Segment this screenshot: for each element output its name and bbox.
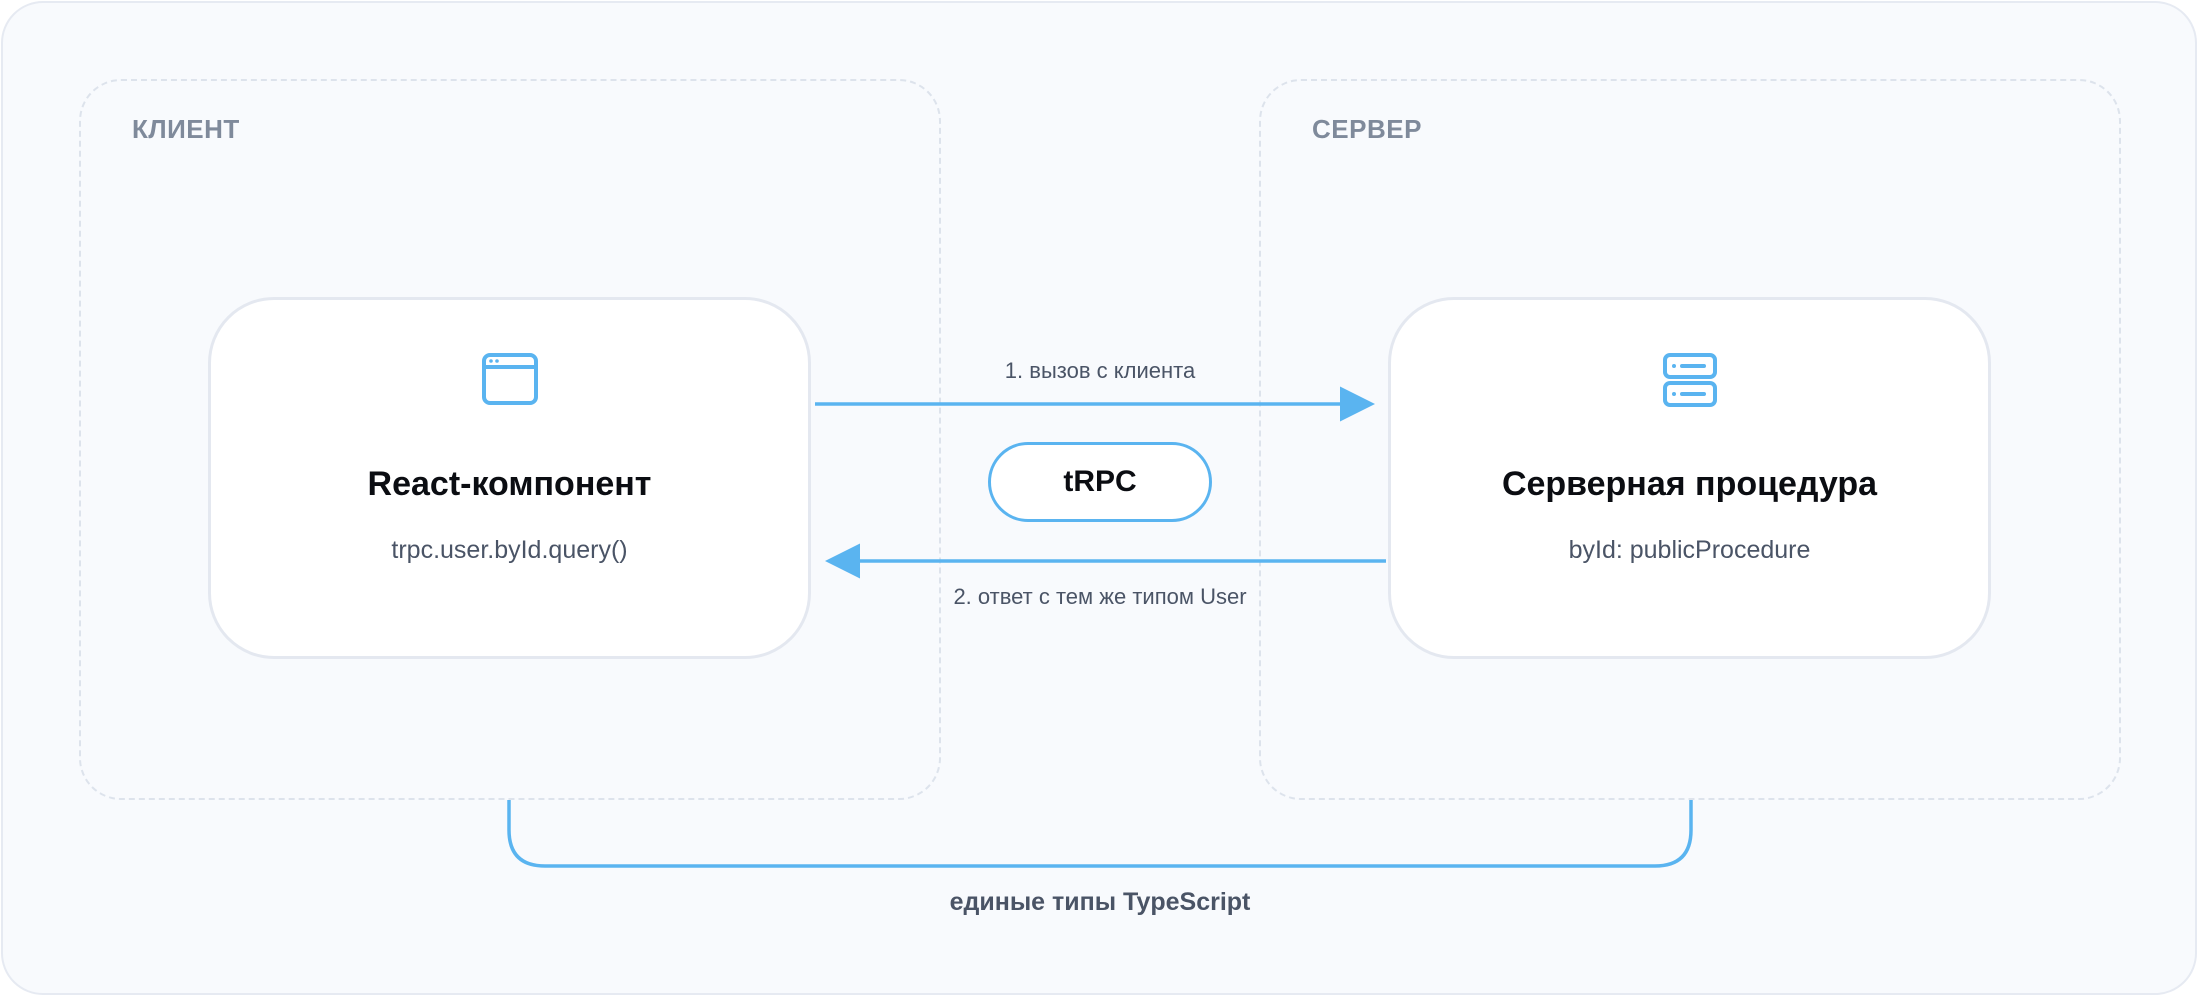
browser-window-icon <box>481 353 538 405</box>
shared-types-label: единые типы TypeScript <box>949 888 1251 916</box>
client-card-code: trpc.user.byId.query() <box>391 536 628 564</box>
server-zone <box>1259 79 2121 800</box>
trpc-pill-label: tRPC <box>1063 465 1137 498</box>
server-zone-label: СЕРВЕР <box>1312 114 1422 144</box>
request-arrow-label: 1. вызов с клиента <box>1004 358 1196 383</box>
server-card-code: byId: publicProcedure <box>1568 536 1811 564</box>
client-card-title: React-компонент <box>367 465 652 503</box>
server-card-title: Серверная процедура <box>1501 465 1878 503</box>
client-zone <box>79 79 941 800</box>
trpc-pill: tRPC <box>988 442 1212 522</box>
react-component-card: React-компонент trpc.user.byId.query() <box>208 297 811 659</box>
shared-types-bracket <box>507 800 1693 868</box>
client-zone-label: КЛИЕНТ <box>132 114 240 144</box>
server-stack-icon <box>1662 353 1717 407</box>
server-procedure-card: Серверная процедура byId: publicProcedur… <box>1388 297 1991 659</box>
response-arrow-label: 2. ответ с тем же типом User <box>953 584 1247 609</box>
